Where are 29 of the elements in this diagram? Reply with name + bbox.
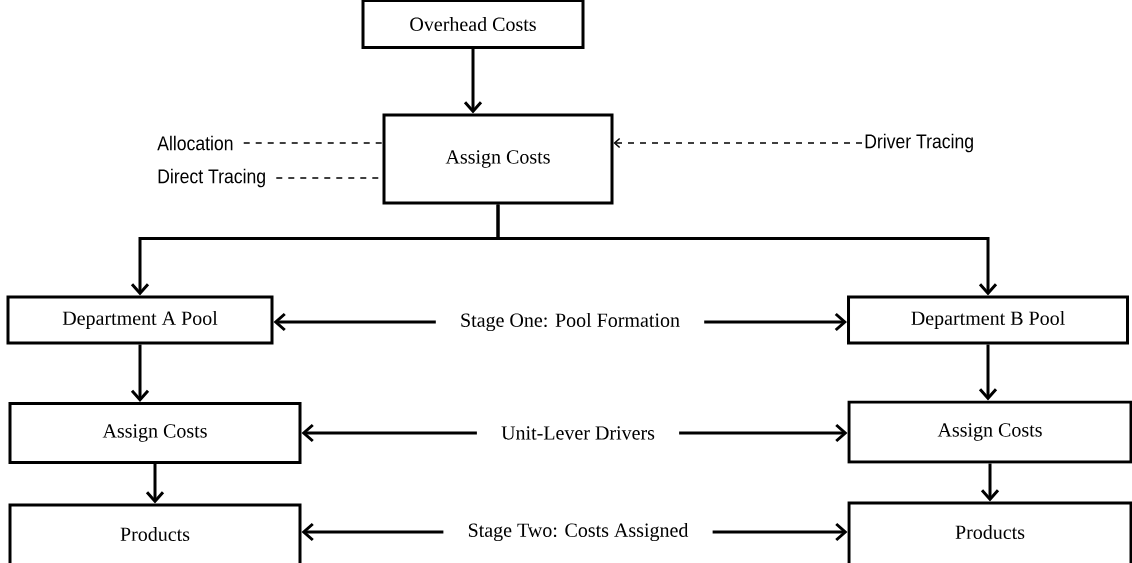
process-box: Assign Costs <box>382 113 614 205</box>
process-box <box>847 501 1132 563</box>
box-label: Products <box>120 526 190 542</box>
arrow <box>980 463 1000 502</box>
arrow <box>613 137 863 149</box>
arrow <box>679 423 848 443</box>
arrow <box>712 522 848 542</box>
stage-label: Stage Two: Costs Assigned <box>468 522 689 542</box>
process-box: Overhead Costs <box>361 0 585 49</box>
process-box: Assign Costs <box>8 402 302 464</box>
process-box <box>8 503 302 563</box>
process-box: Assign Costs <box>847 400 1132 464</box>
arrow <box>978 344 998 401</box>
stage-label: Unit-Lever Drivers <box>501 426 655 440</box>
arrow <box>463 49 483 114</box>
process-box: Department B Pool <box>847 295 1129 345</box>
arrow <box>496 204 998 296</box>
arrow <box>130 344 150 402</box>
stage-label: Stage One: Pool Formation <box>461 312 680 332</box>
annotation-label: Direct Tracing <box>158 168 265 188</box>
arrow <box>145 464 165 504</box>
arrow <box>301 522 444 542</box>
annotation-label: Driver Tracing <box>865 133 973 153</box>
arrow <box>704 312 847 332</box>
annotation-label: Allocation <box>157 135 233 151</box>
arrow <box>273 312 436 332</box>
arrow <box>301 423 477 443</box>
box-label: Products <box>955 524 1025 540</box>
process-box: Department A Pool <box>6 295 274 345</box>
